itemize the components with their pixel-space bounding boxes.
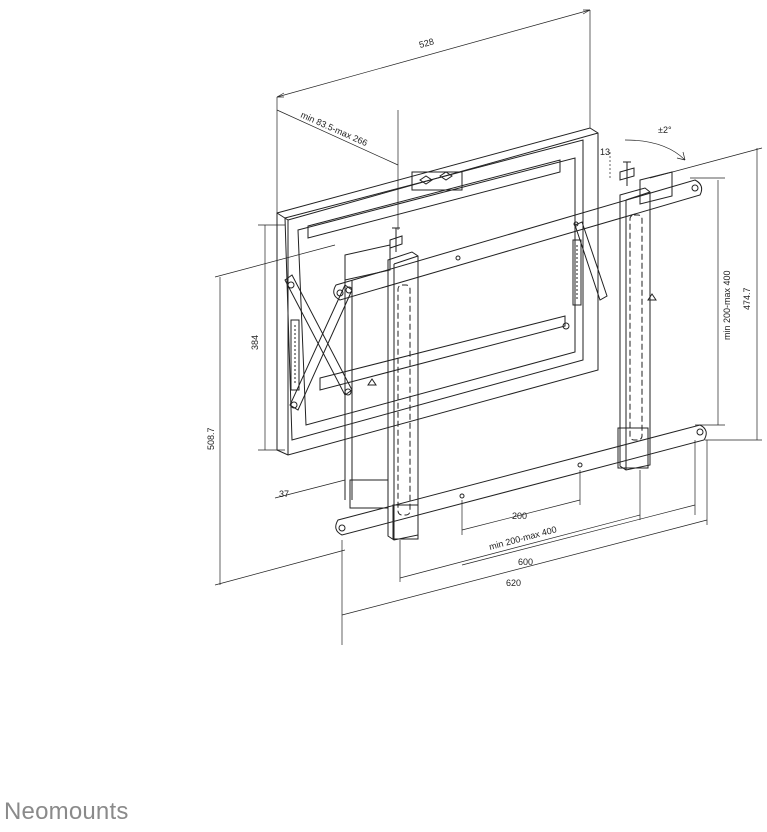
scissor-arm-right — [562, 221, 608, 330]
dim-tilt: ±2° — [658, 125, 672, 135]
dim-hole-spacing: 200 — [512, 511, 527, 521]
dim-total-height: 508.7 — [206, 427, 216, 450]
dim-horizontal-spacing: min 200-max 400 — [488, 524, 558, 552]
dim-bracket-height: 474.7 — [742, 287, 752, 310]
bottom-cross-rail — [335, 424, 707, 540]
dimension-lines — [214, 9, 763, 645]
top-cross-rail — [333, 179, 703, 301]
dim-rail-height: 384 — [250, 335, 260, 350]
dim-overall-width: 528 — [418, 36, 435, 50]
vertical-bracket-left — [344, 227, 419, 541]
dim-rail-width: 620 — [506, 578, 521, 588]
brand-logo: Neomounts — [4, 798, 129, 825]
dim-vertical-spacing: min 200-max 400 — [722, 270, 732, 340]
dim-mount-width: 600 — [518, 557, 533, 567]
dim-adjust-range: min 83.5-max 266 — [299, 110, 369, 148]
dim-depth: 37 — [279, 489, 289, 499]
vertical-bracket-right — [617, 161, 673, 471]
dim-tilt-offset: 13 — [600, 147, 610, 157]
wall-plate — [276, 127, 599, 456]
